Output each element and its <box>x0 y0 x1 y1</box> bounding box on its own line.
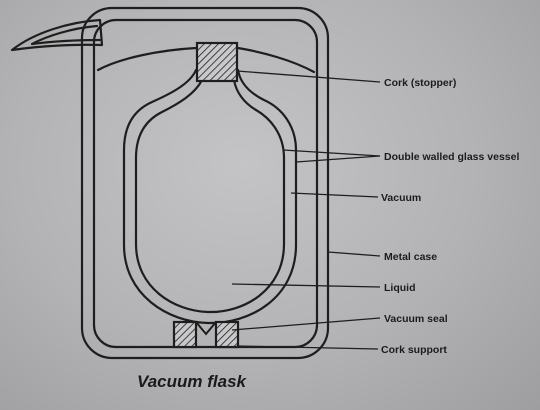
cork-support-right <box>214 320 240 349</box>
leader-metal-case <box>327 251 381 257</box>
label-vacuum: Vacuum <box>381 192 421 204</box>
flask-handle <box>10 18 104 52</box>
leader-cork-stopper <box>236 70 381 83</box>
vacuum-seal <box>195 321 217 336</box>
leader-double-walled-a <box>282 149 381 157</box>
label-liquid: Liquid <box>384 282 416 294</box>
label-double-walled-glass-vessel: Double walled glass vessel <box>384 151 519 163</box>
leader-liquid <box>231 283 381 288</box>
label-vacuum-seal: Vacuum seal <box>384 313 448 325</box>
flask-shoulder-right <box>236 46 316 74</box>
metal-case-outer <box>80 6 330 360</box>
metal-case-inner <box>92 18 319 349</box>
leader-cork-support <box>237 345 379 350</box>
leader-vacuum-seal <box>231 317 381 331</box>
label-cork-stopper: Cork (stopper) <box>384 77 456 89</box>
flask-shoulder-left <box>96 46 198 72</box>
diagram-caption: Vacuum flask <box>137 372 248 391</box>
leader-double-walled-b <box>295 155 381 163</box>
leader-vacuum <box>290 192 379 198</box>
glass-vessel-inner-wall <box>134 78 286 314</box>
glass-vessel-outer-wall <box>122 68 298 325</box>
flask-handle-inner <box>30 24 102 46</box>
cork-support-left <box>172 320 198 349</box>
cork-stopper <box>195 41 239 83</box>
label-metal-case: Metal case <box>384 251 437 263</box>
label-cork-support: Cork support <box>381 344 447 356</box>
